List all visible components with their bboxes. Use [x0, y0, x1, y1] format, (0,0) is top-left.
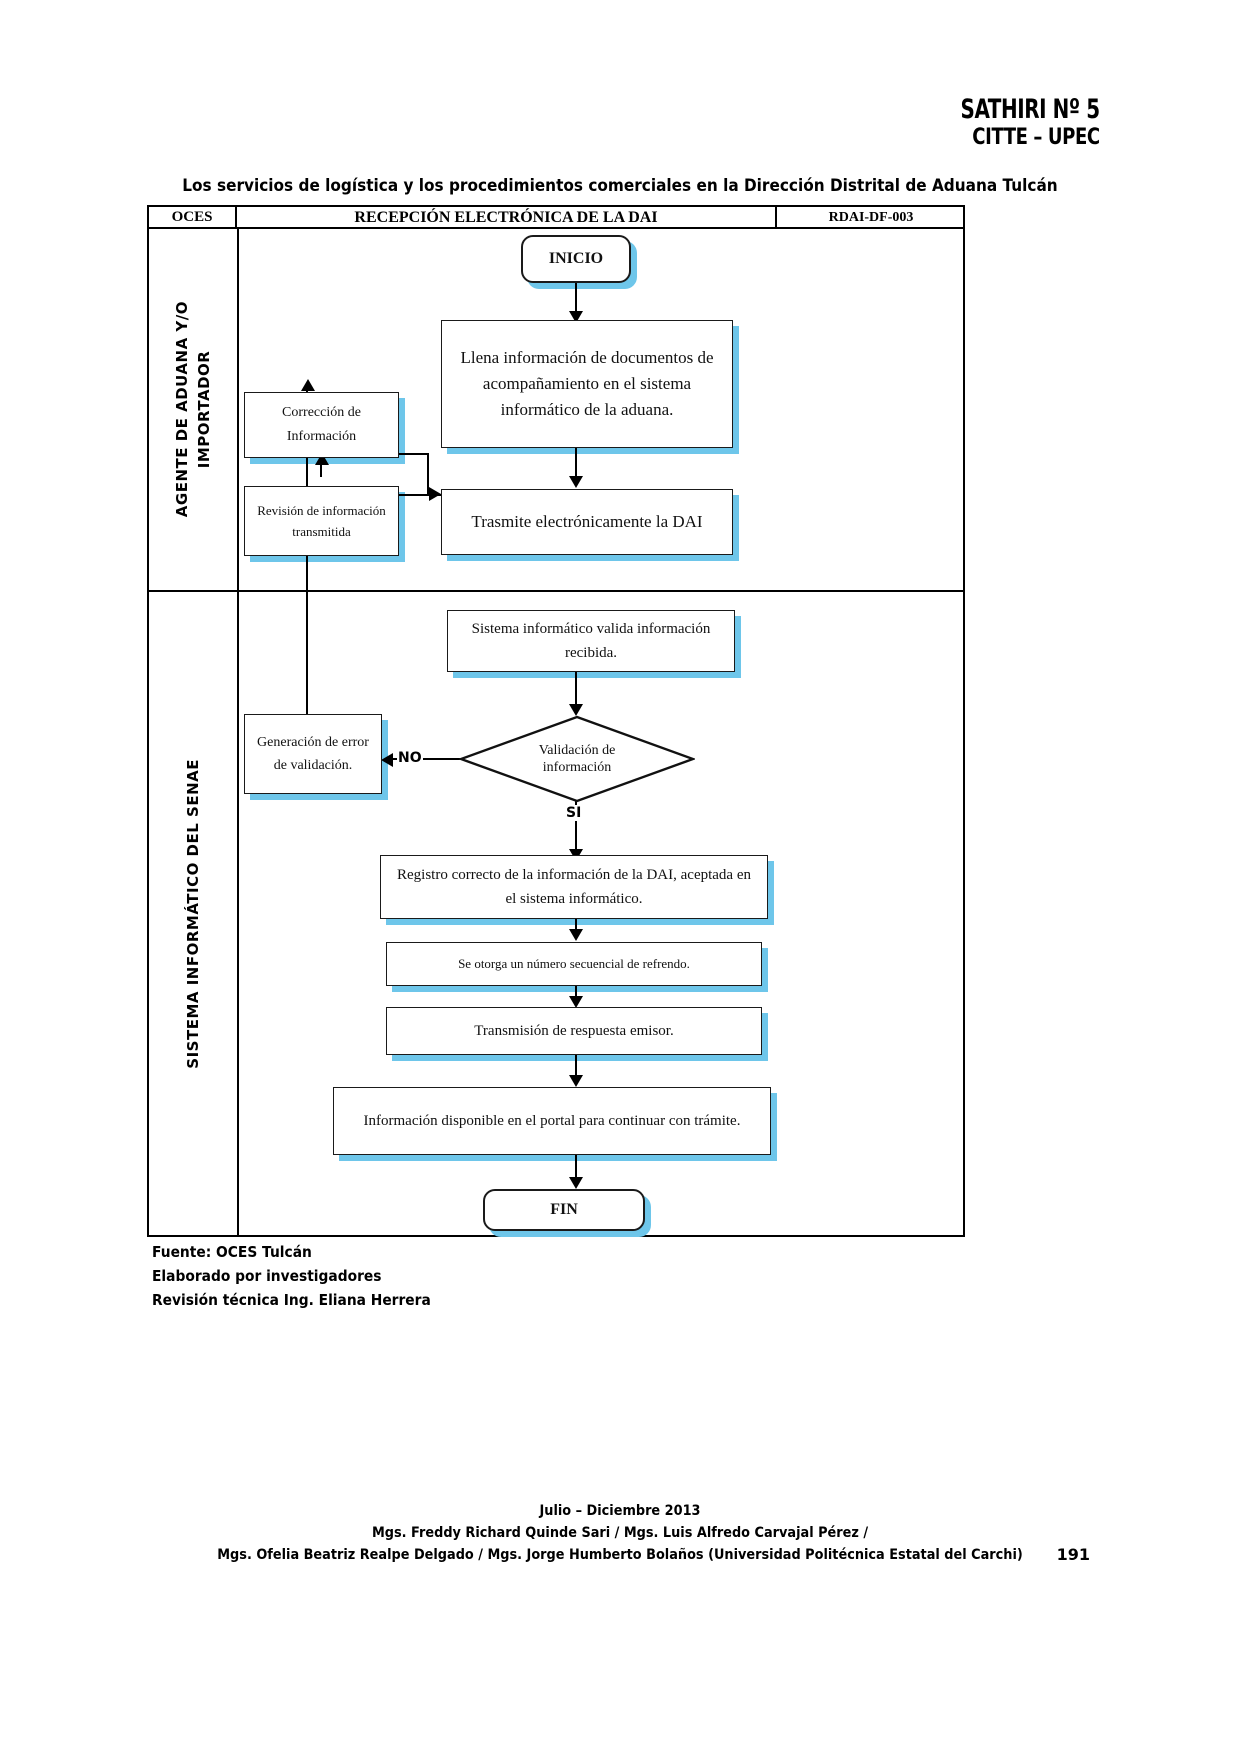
node-correccion: Corrección de Información — [244, 392, 399, 458]
node-decision-validacion: Validación de información — [459, 715, 695, 803]
journal-institution: CITTE – UPEC — [972, 125, 1101, 150]
branch-label-si: SI — [565, 805, 583, 821]
note-fuente: Fuente: OCES Tulcán — [152, 1243, 312, 1261]
node-revision: Revisión de información transmitida — [244, 486, 399, 556]
decision-line1: Validación de — [538, 743, 616, 758]
note-elaborado: Elaborado por investigadores — [152, 1267, 382, 1285]
node-error: Generación de error de validación. — [244, 714, 382, 794]
connector-revision-vert — [427, 453, 429, 496]
arrowhead-transmision — [569, 996, 583, 1008]
connector-llena-trasmite — [575, 448, 577, 480]
connector-si-branch — [575, 801, 577, 853]
footer-authors-1: Mgs. Freddy Richard Quinde Sari / Mgs. L… — [371, 1525, 869, 1541]
arrowhead-back-to-revision — [301, 379, 315, 391]
journal-header: SATHIRI Nº 5 CITTE – UPEC — [930, 94, 1101, 151]
node-registro: Registro correcto de la información de l… — [380, 855, 768, 919]
connector-revision-right — [399, 494, 441, 496]
node-refrendo: Se otorga un número secuencial de refren… — [386, 942, 762, 986]
connector-transmision-portal — [575, 1055, 577, 1079]
decision-text: Validación de información — [459, 715, 695, 803]
connector-refrendo-transmision — [575, 986, 577, 1000]
connector-inicio-llena — [575, 283, 577, 315]
connector-portal-fin — [575, 1155, 577, 1181]
arrowhead-refrendo — [569, 929, 583, 941]
arrowhead-fin — [569, 1177, 583, 1189]
arrowhead-error — [381, 753, 393, 767]
decision-line2: información — [542, 760, 612, 775]
arrowhead-portal — [569, 1075, 583, 1087]
note-revision: Revisión técnica Ing. Eliana Herrera — [152, 1291, 431, 1309]
connector-registro-refrendo — [575, 919, 577, 933]
connector-no-branch — [389, 758, 461, 760]
article-title: Los servicios de logística y los procedi… — [182, 176, 1058, 196]
node-valida: Sistema informático valida información r… — [447, 610, 735, 672]
lane-horizontal-divider — [149, 590, 963, 592]
node-portal: Información disponible en el portal para… — [333, 1087, 771, 1155]
header-cell-process: RECEPCIÓN ELECTRÓNICA DE LA DAI — [237, 207, 777, 229]
connector-correccion-stub — [320, 459, 322, 477]
journal-name: SATHIRI Nº 5 — [960, 94, 1101, 125]
arrowhead-trasmite — [569, 476, 583, 488]
table-header-row: OCES RECEPCIÓN ELECTRÓNICA DE LA DAI RDA… — [149, 207, 963, 229]
lane-label-senae: SISTEMA INFORMÁTICO DEL SENAE — [149, 592, 237, 1235]
node-trasmite: Trasmite electrónicamente la DAI — [441, 489, 733, 555]
lane-column-divider — [237, 229, 239, 1235]
diamond-shape — [459, 715, 695, 803]
lane-label-senae-text: SISTEMA INFORMÁTICO DEL SENAE — [184, 758, 202, 1069]
node-transmision: Transmisión de respuesta emisor. — [386, 1007, 762, 1055]
branch-label-no: NO — [397, 750, 423, 766]
footer-period: Julio – Diciembre 2013 — [539, 1503, 701, 1519]
connector-valida-decision — [575, 672, 577, 708]
page-footer: Julio – Diciembre 2013 Mgs. Freddy Richa… — [0, 1500, 1240, 1566]
footer-authors-2: Mgs. Ofelia Beatriz Realpe Delgado / Mgs… — [217, 1547, 1023, 1563]
header-cell-code: RDAI-DF-003 — [828, 210, 914, 225]
arrowhead-revision-in — [429, 487, 441, 501]
flowchart-table: OCES RECEPCIÓN ELECTRÓNICA DE LA DAI RDA… — [147, 205, 965, 1237]
source-notes: Fuente: OCES Tulcán Elaborado por invest… — [152, 1240, 431, 1312]
node-fin: FIN — [483, 1189, 645, 1231]
page-number: 191 — [1056, 1545, 1090, 1564]
node-inicio: INICIO — [521, 235, 631, 283]
arrowhead-decision — [569, 704, 583, 716]
header-cell-oces: OCES — [149, 207, 237, 229]
node-llena-informacion: Llena información de documentos de acomp… — [441, 320, 733, 448]
